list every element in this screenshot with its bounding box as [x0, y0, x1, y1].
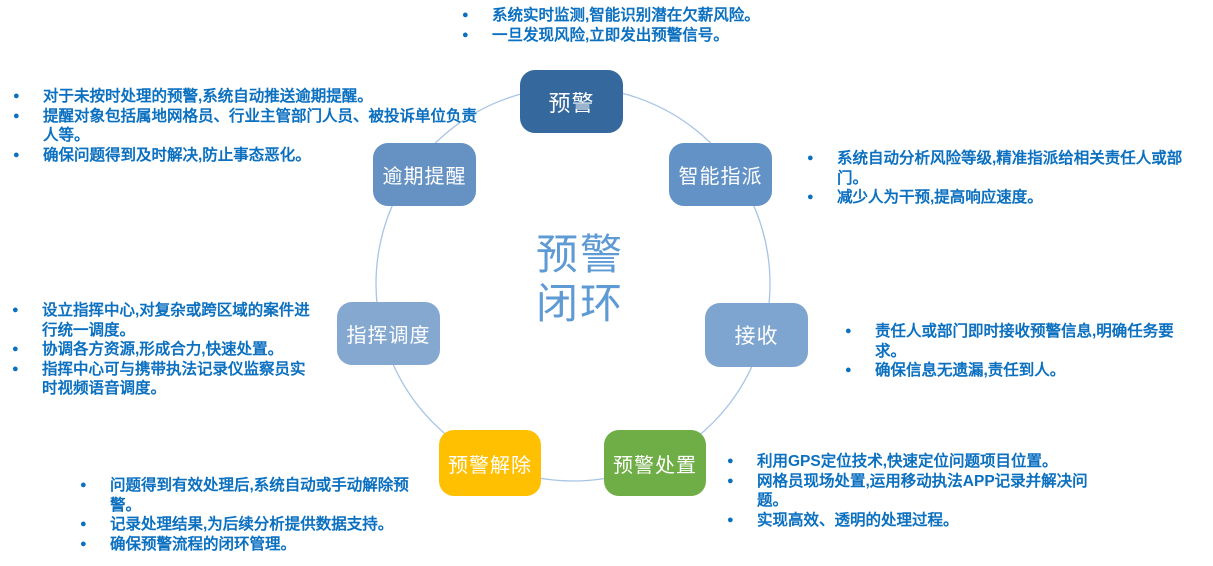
bullet-text: 确保预警流程的闭环管理。 [110, 535, 297, 553]
annotation-command-dispatch: ● 设立指挥中心,对复杂或跨区域的案件进行统一调度。 ● 协调各方资源,形成合力… [12, 301, 314, 399]
bullet-icon: ● [727, 474, 734, 487]
bullet-icon: ● [12, 304, 19, 316]
bullet-icon: ● [462, 28, 469, 41]
node-receive: 接收 [705, 303, 808, 367]
bullet-item: ● 系统实时监测,智能识别潜在欠薪风险。 [462, 6, 792, 26]
annotation-warning-release: ● 问题得到有效处理后,系统自动或手动解除预警。 ● 记录处理结果,为后续分析提… [80, 476, 428, 554]
diagram-title-line1: 预警 [535, 231, 624, 278]
bullet-text: 对于未按时处理的预警,系统自动推送逾期提醒。 [43, 88, 373, 105]
bullet-text: 设立指挥中心,对复杂或跨区域的案件进行统一调度。 [42, 302, 310, 339]
bullet-item: ● 协调各方资源,形成合力,快速处置。 [12, 340, 314, 360]
bullet-text: 确保信息无遗漏,责任到人。 [875, 362, 1066, 379]
bullet-text: 记录处理结果,为后续分析提供数据支持。 [110, 516, 394, 533]
bullet-item: ● 网格员现场处置,运用移动执法APP记录并解决问题。 [727, 472, 1089, 511]
bullet-icon: ● [12, 343, 19, 355]
bullet-icon: ● [80, 537, 87, 550]
bullet-item: ● 一旦发现风险,立即发出预警信号。 [462, 26, 792, 46]
bullet-item: ● 记录处理结果,为后续分析提供数据支持。 [80, 515, 428, 535]
bullet-text: 责任人或部门即时接收预警信息,明确任务要求。 [875, 323, 1174, 360]
bullet-text: 确保问题得到及时解决,防止事态恶化。 [43, 146, 311, 164]
bullet-icon: ● [13, 148, 20, 161]
bullet-text: 系统自动分析风险等级,精准指派给相关责任人或部门。 [837, 150, 1183, 187]
bullet-text: 减少人为干预,提高响应速度。 [837, 189, 1043, 206]
bullet-icon: ● [845, 364, 852, 376]
node-command-dispatch: 指挥调度 [337, 302, 440, 365]
bullet-item: ● 系统自动分析风险等级,精准指派给相关责任人或部门。 [807, 149, 1185, 188]
bullet-item: ● 问题得到有效处理后,系统自动或手动解除预警。 [80, 476, 428, 515]
bullet-icon: ● [13, 109, 20, 122]
bullet-item: ● 责任人或部门即时接收预警信息,明确任务要求。 [845, 322, 1193, 361]
diagram-title: 预警 闭环 [498, 230, 662, 328]
node-warning: 预警 [520, 70, 623, 133]
diagram-title-line2: 闭环 [535, 280, 624, 327]
bullet-icon: ● [845, 325, 852, 337]
bullet-item: ● 确保问题得到及时解决,防止事态恶化。 [13, 146, 483, 166]
bullet-icon: ● [80, 518, 87, 530]
node-warning-handling: 预警处置 [604, 430, 706, 496]
bullet-item: ● 确保预警流程的闭环管理。 [80, 535, 428, 555]
node-smart-assign: 智能指派 [669, 143, 772, 206]
bullet-item: ● 实现高效、透明的处理过程。 [727, 511, 1089, 531]
bullet-text: 网格员现场处置,运用移动执法APP记录并解决问题。 [757, 472, 1088, 510]
annotation-smart-assign: ● 系统自动分析风险等级,精准指派给相关责任人或部门。 ● 减少人为干预,提高响… [807, 149, 1185, 208]
bullet-item: ● 设立指挥中心,对复杂或跨区域的案件进行统一调度。 [12, 301, 314, 340]
bullet-text: 协调各方资源,形成合力,快速处置。 [42, 341, 284, 358]
bullet-item: ● 提醒对象包括属地网格员、行业主管部门人员、被投诉单位负责人等。 [13, 107, 483, 146]
bullet-icon: ● [80, 479, 87, 491]
bullet-text: 实现高效、透明的处理过程。 [757, 511, 959, 529]
bullet-text: 系统实时监测,智能识别潜在欠薪风险。 [492, 7, 760, 24]
bullet-item: ● 对于未按时处理的预警,系统自动推送逾期提醒。 [13, 87, 483, 107]
bullet-text: 问题得到有效处理后,系统自动或手动解除预警。 [110, 477, 409, 514]
bullet-icon: ● [13, 90, 20, 102]
bullet-icon: ● [807, 152, 814, 164]
node-warning-release: 预警解除 [439, 430, 541, 496]
bullet-text: 指挥中心可与携带执法记录仪监察员实时视频语音调度。 [42, 360, 306, 398]
bullet-icon: ● [807, 191, 814, 203]
bullet-text: 一旦发现风险,立即发出预警信号。 [492, 26, 729, 44]
bullet-text: 利用GPS定位技术,快速定位问题项目位置。 [757, 453, 1058, 470]
annotation-receive: ● 责任人或部门即时接收预警信息,明确任务要求。 ● 确保信息无遗漏,责任到人。 [845, 322, 1193, 381]
annotation-warning-handling: ● 利用GPS定位技术,快速定位问题项目位置。 ● 网格员现场处置,运用移动执法… [727, 452, 1089, 530]
bullet-icon: ● [12, 362, 19, 375]
annotation-overdue-reminder: ● 对于未按时处理的预警,系统自动推送逾期提醒。 ● 提醒对象包括属地网格员、行… [13, 87, 483, 165]
bullet-item: ● 利用GPS定位技术,快速定位问题项目位置。 [727, 452, 1089, 472]
bullet-item: ● 减少人为干预,提高响应速度。 [807, 188, 1185, 208]
bullet-item: ● 指挥中心可与携带执法记录仪监察员实时视频语音调度。 [12, 360, 314, 399]
bullet-icon: ● [727, 455, 734, 467]
bullet-icon: ● [462, 9, 469, 21]
node-overdue-reminder: 逾期提醒 [373, 143, 476, 206]
bullet-icon: ● [727, 513, 734, 526]
annotation-warning: ● 系统实时监测,智能识别潜在欠薪风险。 ● 一旦发现风险,立即发出预警信号。 [462, 6, 792, 45]
bullet-text: 提醒对象包括属地网格员、行业主管部门人员、被投诉单位负责人等。 [43, 107, 478, 145]
bullet-item: ● 确保信息无遗漏,责任到人。 [845, 361, 1193, 381]
